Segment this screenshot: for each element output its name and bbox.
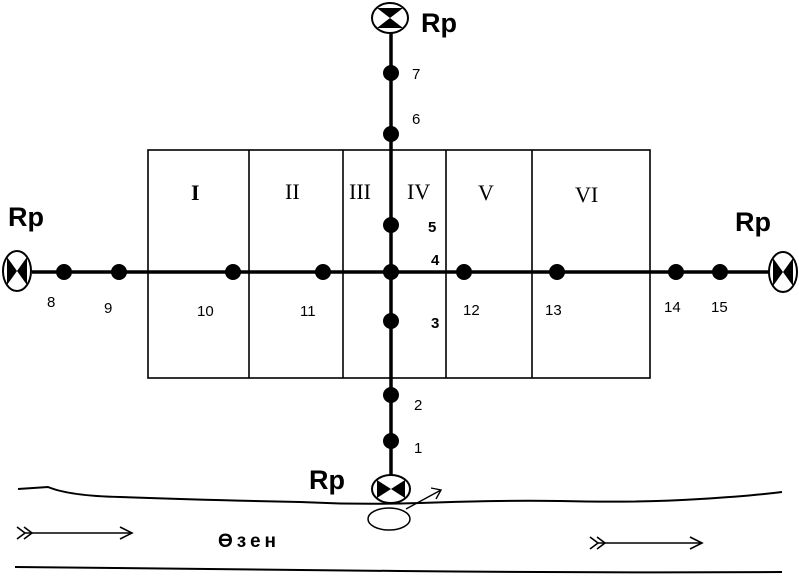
point-label-15: 15 — [711, 299, 728, 316]
survey-point-7 — [383, 65, 399, 81]
point-label-12: 12 — [463, 302, 480, 319]
point-label-9: 9 — [104, 300, 112, 317]
river-bank-bottom — [14, 566, 783, 574]
benchmark-label-bottom: Rp — [309, 465, 345, 495]
benchmark-label-right: Rp — [735, 207, 771, 237]
point-label-14: 14 — [664, 299, 681, 316]
section-label-1: I — [191, 180, 200, 205]
point-label-2: 2 — [414, 397, 422, 414]
river-bank-top — [17, 485, 783, 505]
benchmark-label-top: Rp — [421, 8, 457, 38]
intake-arrow-icon — [405, 487, 443, 510]
survey-point-6 — [383, 126, 399, 142]
survey-point-13 — [549, 264, 565, 280]
flow-arrow-left-icon — [16, 526, 134, 540]
point-label-8: 8 — [47, 294, 55, 311]
section-label-2: II — [285, 179, 300, 204]
benchmark-top-icon — [371, 2, 409, 34]
survey-points — [56, 65, 728, 449]
survey-point-4 — [383, 264, 399, 280]
survey-point-5 — [383, 217, 399, 233]
benchmark-label-left: Rp — [8, 202, 44, 232]
point-label-10: 10 — [197, 303, 214, 320]
survey-point-11 — [315, 264, 331, 280]
section-label-5: V — [478, 180, 494, 205]
survey-point-9 — [111, 264, 127, 280]
section-label-6: VI — [575, 182, 598, 207]
section-label-3: III — [349, 179, 371, 204]
point-label-6: 6 — [412, 111, 420, 128]
survey-point-14 — [668, 264, 684, 280]
survey-point-2 — [383, 387, 399, 403]
water-intake-ellipse — [367, 507, 411, 531]
survey-point-12 — [456, 264, 472, 280]
river-label: Өзен — [218, 531, 280, 552]
survey-point-10 — [225, 264, 241, 280]
point-label-1: 1 — [414, 440, 422, 457]
survey-point-1 — [383, 433, 399, 449]
point-label-3: 3 — [431, 315, 439, 332]
point-label-4: 4 — [431, 252, 440, 269]
section-label-4: IV — [407, 179, 430, 204]
point-label-7: 7 — [412, 66, 420, 83]
survey-point-8 — [56, 264, 72, 280]
benchmark-bottom-icon — [371, 474, 411, 504]
point-label-13: 13 — [545, 302, 562, 319]
field-outline — [147, 149, 651, 379]
benchmark-left-icon — [2, 250, 32, 292]
benchmark-right-icon — [768, 251, 798, 293]
point-label-5: 5 — [428, 219, 436, 236]
survey-point-3 — [383, 313, 399, 329]
survey-point-15 — [712, 264, 728, 280]
point-label-11: 11 — [300, 303, 316, 320]
flow-arrow-right-icon — [589, 536, 704, 550]
